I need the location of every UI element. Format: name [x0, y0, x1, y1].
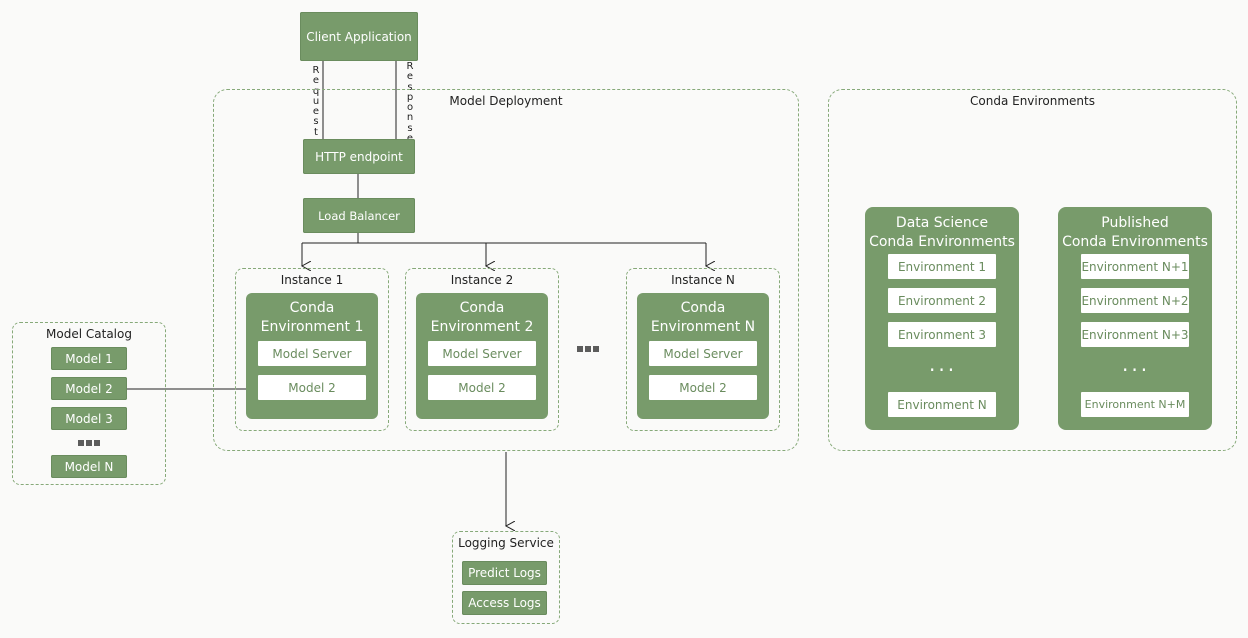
- model-server-box[interactable]: Model Server: [428, 341, 536, 366]
- catalog-model-3[interactable]: Model 3: [51, 407, 127, 430]
- logging-service-panel: Logging Service: [452, 531, 560, 624]
- environment-item[interactable]: Environment 2: [888, 288, 996, 313]
- instance-n-panel: Instance N: [626, 268, 780, 431]
- predict-logs-box[interactable]: Predict Logs: [462, 561, 547, 585]
- more-environments-ellipsis: ...: [1122, 352, 1151, 376]
- catalog-model-2[interactable]: Model 2: [51, 377, 127, 400]
- environment-item[interactable]: Environment N+2: [1081, 288, 1189, 313]
- environment-item[interactable]: Environment 3: [888, 322, 996, 347]
- logging-service-title: Logging Service: [458, 536, 554, 550]
- deployed-model-box[interactable]: Model 2: [258, 375, 366, 400]
- load-balancer-box[interactable]: Load Balancer: [303, 198, 415, 233]
- deployed-model-box[interactable]: Model 2: [649, 375, 757, 400]
- model-deployment-panel: Model Deployment: [213, 89, 799, 451]
- environment-item[interactable]: Environment N+3: [1081, 322, 1189, 347]
- more-environments-ellipsis: ...: [929, 352, 958, 376]
- more-models-icon: [78, 440, 100, 446]
- instance-title: Instance 1: [280, 273, 344, 287]
- catalog-model-n[interactable]: Model N: [51, 455, 127, 478]
- environment-item[interactable]: Environment N+M: [1081, 392, 1189, 417]
- more-instances-icon: [577, 346, 599, 352]
- model-deployment-title: Model Deployment: [449, 94, 563, 108]
- client-application-box[interactable]: Client Application: [300, 12, 418, 61]
- model-server-box[interactable]: Model Server: [258, 341, 366, 366]
- instance-1-panel: Instance 1: [235, 268, 389, 431]
- response-label: Response: [406, 61, 414, 144]
- environment-item[interactable]: Environment N: [888, 392, 996, 417]
- access-logs-box[interactable]: Access Logs: [462, 591, 547, 615]
- instance-2-panel: Instance 2: [405, 268, 559, 431]
- instance-title: Instance 2: [450, 273, 514, 287]
- instance-title: Instance N: [671, 273, 735, 287]
- http-endpoint-box[interactable]: HTTP endpoint: [303, 139, 415, 174]
- conda-environments-title: Conda Environments: [970, 94, 1095, 108]
- model-catalog-panel: Model Catalog: [12, 322, 166, 485]
- conda-environments-panel: Conda Environments: [828, 89, 1237, 451]
- model-server-box[interactable]: Model Server: [649, 341, 757, 366]
- catalog-model-1[interactable]: Model 1: [51, 347, 127, 370]
- deployed-model-box[interactable]: Model 2: [428, 375, 536, 400]
- model-catalog-title: Model Catalog: [46, 327, 132, 341]
- environment-item[interactable]: Environment 1: [888, 254, 996, 279]
- environment-item[interactable]: Environment N+1: [1081, 254, 1189, 279]
